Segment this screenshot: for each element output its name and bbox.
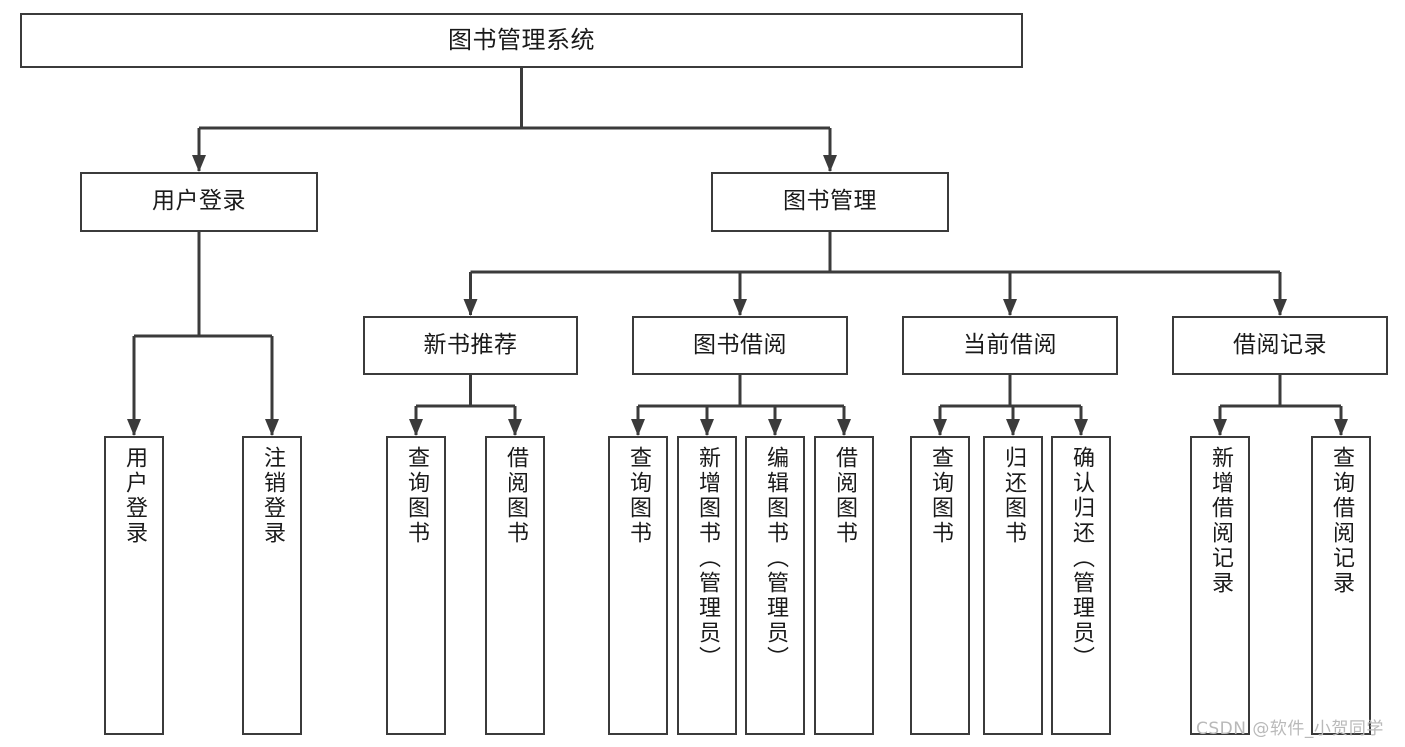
arrow-head-leaf-query-book-1 <box>409 419 423 436</box>
node-label: 查询图书 <box>928 446 953 546</box>
node-label: 新增借阅记录 <box>1208 446 1233 596</box>
node-label: 图书管理系统 <box>448 26 595 55</box>
node-leaf-confirm-return: 确认归还（管理员） <box>1051 436 1111 735</box>
node-leaf-logout: 注销登录 <box>242 436 302 735</box>
node-leaf-borrow-book-1: 借阅图书 <box>485 436 545 735</box>
arrow-head-leaf-return-book <box>1006 419 1020 436</box>
arrow-head-leaf-borrow-book-1 <box>508 419 522 436</box>
arrow-head-borrow-records <box>1273 299 1287 316</box>
node-leaf-add-record: 新增借阅记录 <box>1190 436 1250 735</box>
arrow-head-leaf-query-record <box>1334 419 1348 436</box>
arrow-head-book-management <box>823 155 837 172</box>
node-leaf-query-book-2: 查询图书 <box>608 436 668 735</box>
node-label: 新书推荐 <box>423 331 518 358</box>
node-label: 图书借阅 <box>693 331 787 358</box>
node-label: 当前借阅 <box>963 331 1057 358</box>
arrow-head-leaf-user-login <box>127 419 141 436</box>
arrow-head-leaf-logout <box>265 419 279 436</box>
node-book-borrow: 图书借阅 <box>632 316 848 375</box>
node-label: 查询图书 <box>626 446 651 546</box>
node-leaf-edit-book: 编辑图书（管理员） <box>745 436 805 735</box>
node-label: 图书管理 <box>783 188 877 215</box>
node-leaf-user-login: 用户登录 <box>104 436 164 735</box>
node-current-borrow: 当前借阅 <box>902 316 1118 375</box>
node-label: 查询借阅记录 <box>1329 446 1354 596</box>
arrow-head-book-borrow <box>733 299 747 316</box>
node-leaf-query-record: 查询借阅记录 <box>1311 436 1371 735</box>
node-borrow-records: 借阅记录 <box>1172 316 1388 375</box>
watermark-label: CSDN @软件_小贺同学 <box>1196 719 1384 739</box>
node-label: 确认归还（管理员） <box>1069 446 1094 671</box>
node-label: 编辑图书（管理员） <box>763 446 788 671</box>
arrow-head-leaf-borrow-book-2 <box>837 419 851 436</box>
node-label: 新增图书（管理员） <box>695 446 720 671</box>
arrow-head-leaf-confirm-return <box>1074 419 1088 436</box>
node-leaf-add-book: 新增图书（管理员） <box>677 436 737 735</box>
arrow-head-leaf-add-record <box>1213 419 1227 436</box>
node-book-management: 图书管理 <box>711 172 949 232</box>
arrow-head-leaf-query-book-2 <box>631 419 645 436</box>
node-leaf-query-book-1: 查询图书 <box>386 436 446 735</box>
node-leaf-return-book: 归还图书 <box>983 436 1043 735</box>
node-leaf-query-book-3: 查询图书 <box>910 436 970 735</box>
node-label: 借阅图书 <box>503 446 528 546</box>
arrow-head-user-login <box>192 155 206 172</box>
node-label: 用户登录 <box>122 446 147 546</box>
node-label: 用户登录 <box>152 188 246 215</box>
arrow-head-leaf-add-book <box>700 419 714 436</box>
node-label: 查询图书 <box>404 446 429 546</box>
node-new-book-recommend: 新书推荐 <box>363 316 578 375</box>
node-user-login: 用户登录 <box>80 172 318 232</box>
arrow-head-current-borrow <box>1003 299 1017 316</box>
node-label: 借阅图书 <box>832 446 857 546</box>
arrow-head-leaf-query-book-3 <box>933 419 947 436</box>
node-leaf-borrow-book-2: 借阅图书 <box>814 436 874 735</box>
node-label: 归还图书 <box>1001 446 1026 546</box>
arrow-head-leaf-edit-book <box>768 419 782 436</box>
node-label: 借阅记录 <box>1233 331 1327 358</box>
node-label: 注销登录 <box>260 446 285 546</box>
arrow-head-new-book-recommend <box>463 299 478 316</box>
node-root: 图书管理系统 <box>20 13 1023 68</box>
